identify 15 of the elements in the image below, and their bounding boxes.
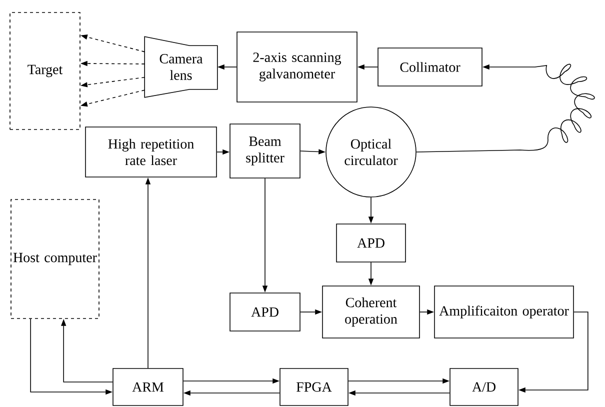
dashed-box: Host computer: [10, 199, 100, 319]
dashed-box: Target: [10, 12, 80, 130]
process-box: ARM: [112, 368, 184, 406]
process-box: FPGA: [280, 368, 348, 406]
process-box: Coherent operation: [322, 286, 420, 338]
lens-trapezoid: Camera lens: [144, 36, 218, 98]
process-box: 2-axis scanning galvanometer: [236, 32, 358, 102]
process-box: APD: [230, 292, 300, 332]
process-box: Amplificaiton operator: [434, 286, 574, 338]
process-box: APD: [336, 224, 406, 262]
process-box: Beam splitter: [230, 124, 300, 178]
fiber-coil-arrow: [416, 64, 595, 152]
process-box: A/D: [450, 368, 518, 406]
process-box: Collimator: [378, 48, 482, 86]
process-box: High repetition rate laser: [85, 126, 217, 178]
